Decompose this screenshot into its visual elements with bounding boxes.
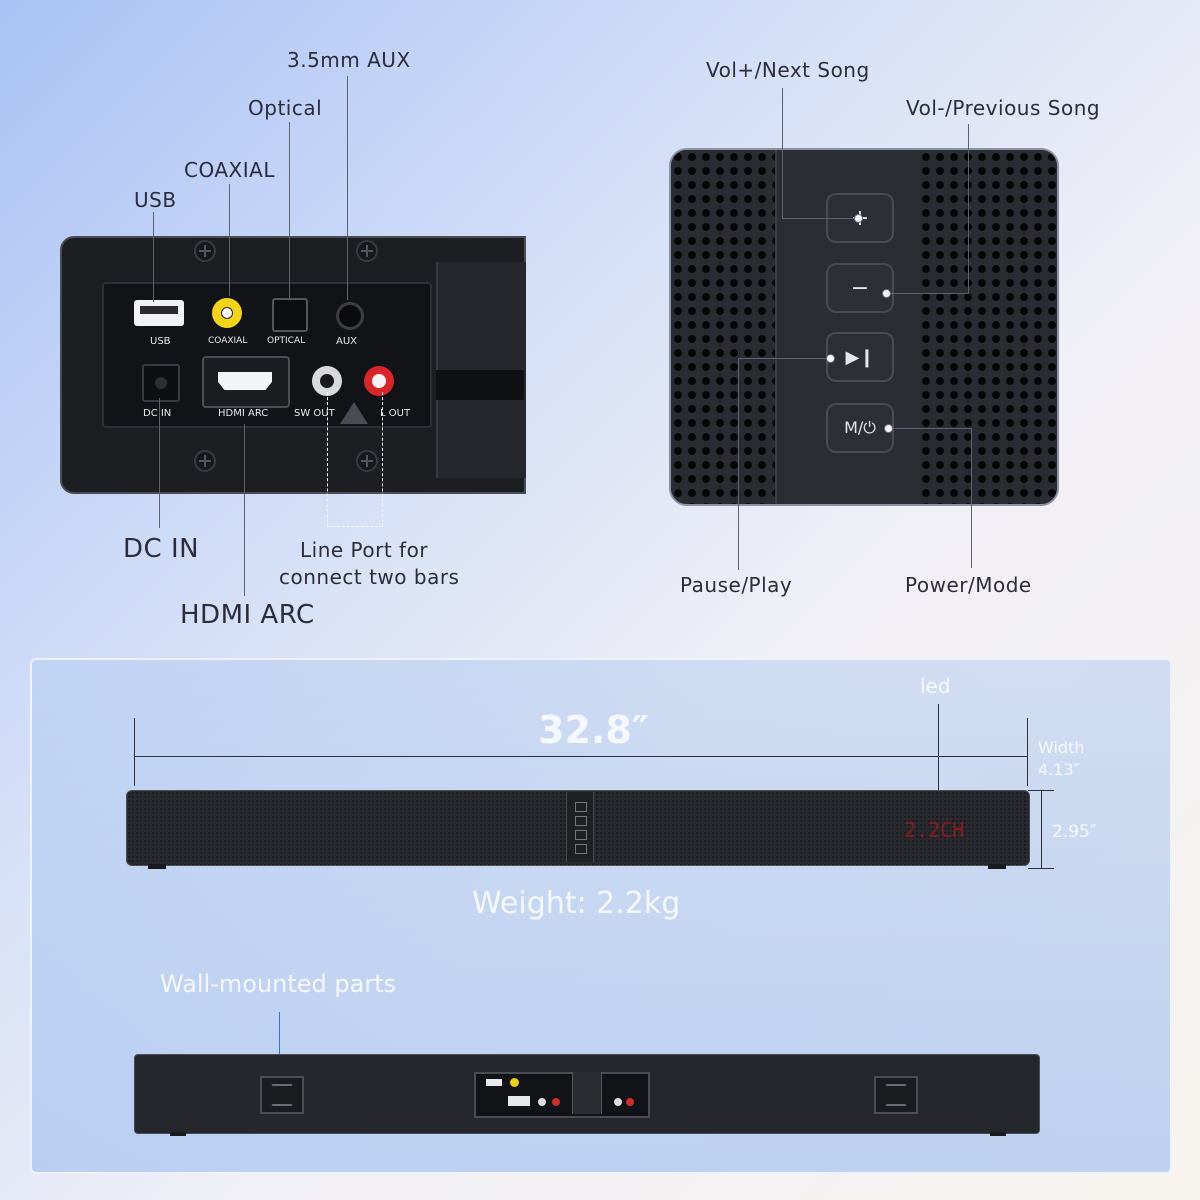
weight-text: Weight: 2.2kg — [472, 886, 681, 921]
soundbar-foot — [990, 1132, 1006, 1136]
wall-mount-bracket-left — [260, 1076, 304, 1114]
usb-port-icon — [134, 300, 184, 326]
coaxial-port-icon — [212, 298, 242, 328]
vol-down-button[interactable]: − — [826, 263, 894, 313]
callout-dot — [854, 214, 863, 223]
label-hdmi-arc: HDMI ARC — [180, 600, 315, 630]
length-tick-right — [1027, 718, 1028, 786]
port-label-aux: AUX — [336, 336, 358, 347]
length-value: 32.8″ — [538, 708, 649, 752]
callout-bracket-line-port — [327, 392, 383, 527]
port-label-usb: USB — [150, 336, 171, 347]
callout-line-usb — [153, 212, 154, 302]
width-label: Width — [1038, 738, 1085, 757]
aux-port-icon — [336, 302, 364, 330]
screw-icon — [194, 450, 216, 472]
port-label-coaxial: COAXIAL — [208, 336, 248, 346]
speaker-grille-left — [671, 150, 775, 504]
height-tick-bottom — [1028, 868, 1054, 869]
port-label-l-out: L OUT — [380, 408, 411, 419]
callout-line-vol-up-h — [782, 218, 858, 219]
callout-line-vol-down-h — [886, 293, 969, 294]
port-label-dc-in: DC IN — [143, 408, 172, 419]
label-vol-up: Vol+/Next Song — [706, 58, 870, 82]
callout-line-coaxial — [229, 184, 230, 296]
soundbar-foot — [170, 1132, 186, 1136]
label-usb: USB — [134, 188, 177, 212]
led-callout-line — [938, 704, 939, 826]
callout-line-pause-h — [738, 358, 830, 359]
rear-port-block — [474, 1072, 650, 1118]
port-label-sw-out: SW OUT — [294, 408, 335, 419]
callout-line-optical — [289, 122, 290, 298]
soundbar-foot — [988, 864, 1006, 869]
screw-icon — [356, 450, 378, 472]
length-dimension-line — [134, 756, 1028, 757]
label-dc-in: DC IN — [123, 534, 200, 564]
callout-line-vol-down — [968, 124, 969, 294]
label-vol-down: Vol-/Previous Song — [906, 96, 1101, 120]
wall-mount-callout-line — [279, 1012, 280, 1084]
length-tick-left — [134, 718, 135, 786]
screw-icon — [356, 240, 378, 262]
line-out-port-icon — [364, 366, 394, 396]
dc-in-port-icon — [142, 364, 180, 402]
callout-dot — [884, 424, 893, 433]
callout-line-dc-in — [159, 398, 160, 528]
port-label-optical: OPTICAL — [267, 336, 306, 346]
height-dimension-line — [1041, 790, 1042, 868]
label-aux: 3.5mm AUX — [287, 48, 411, 72]
soundbar-foot — [148, 864, 166, 869]
led-display: 2.2CH — [904, 818, 965, 842]
label-line-port-2: connect two bars — [279, 565, 460, 589]
speaker-grille-right — [919, 150, 1057, 504]
callout-line-aux — [347, 76, 348, 300]
callout-dot — [826, 354, 835, 363]
callout-line-power-h — [888, 428, 972, 429]
label-power-mode: Power/Mode — [905, 573, 1032, 597]
side-slot — [436, 370, 524, 400]
wall-mount-bracket-right — [874, 1076, 918, 1114]
label-line-port-1: Line Port for — [300, 538, 429, 562]
screw-icon — [194, 240, 216, 262]
play-pause-button[interactable]: ▶❙ — [826, 332, 894, 382]
soundbar-front-control-strip — [566, 792, 594, 862]
port-label-hdmi-arc: HDMI ARC — [218, 408, 269, 419]
wall-mount-label: Wall-mounted parts — [160, 970, 397, 998]
height-value: 2.95″ — [1052, 822, 1097, 842]
label-optical: Optical — [248, 96, 323, 120]
hdmi-port-icon — [202, 356, 290, 408]
callout-line-pause — [738, 358, 739, 570]
callout-line-power — [971, 428, 972, 568]
label-pause-play: Pause/Play — [680, 573, 793, 597]
callout-line-vol-up — [782, 88, 783, 218]
width-value: 4.13″ — [1038, 760, 1080, 779]
label-coaxial: COAXIAL — [184, 158, 275, 182]
callout-line-hdmi — [244, 424, 245, 596]
callout-dot — [882, 289, 891, 298]
ports-panel — [60, 236, 526, 494]
sw-out-port-icon — [312, 366, 342, 396]
optical-port-icon — [272, 298, 308, 332]
led-label: led — [920, 674, 951, 698]
